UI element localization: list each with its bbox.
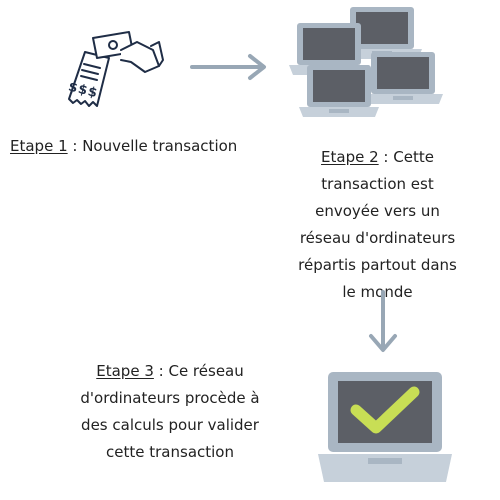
step3-line-2: des calculs pour valider [81, 416, 259, 434]
step2-line: répartis partout dans [298, 256, 457, 274]
laptop-network-icon [285, 5, 445, 125]
step2-title: Etape 2 [321, 148, 379, 166]
arrow-right-icon [188, 52, 270, 82]
step1-icon: $$$ [55, 28, 165, 112]
checkmark-icon [350, 386, 420, 434]
step2-line: transaction est [321, 175, 434, 193]
arrow-down-icon [366, 288, 400, 356]
step3-line-1: d'ordinateurs procède à [80, 389, 260, 407]
laptop-check-icon [318, 372, 458, 488]
step3-line-3: cette transaction [106, 443, 234, 461]
step3-label: Etape 3 : Ce réseau d'ordinateurs procèd… [60, 358, 280, 466]
step2-label: Etape 2 : Cette transaction est envoyée … [275, 144, 480, 306]
step2-line: : Cette [378, 148, 434, 166]
step3-line-0: : Ce réseau [153, 362, 244, 380]
step3-title: Etape 3 [96, 362, 154, 380]
step2-line: envoyée vers un [315, 202, 440, 220]
step1-label: Etape 1 : Nouvelle transaction [10, 133, 270, 160]
step1-text: : Nouvelle transaction [67, 137, 238, 155]
step1-title: Etape 1 [10, 137, 68, 155]
step2-line: le monde [342, 283, 413, 301]
laptop-icon [299, 65, 379, 117]
laptop-icon [363, 52, 443, 104]
step2-line: réseau d'ordinateurs [299, 229, 456, 247]
